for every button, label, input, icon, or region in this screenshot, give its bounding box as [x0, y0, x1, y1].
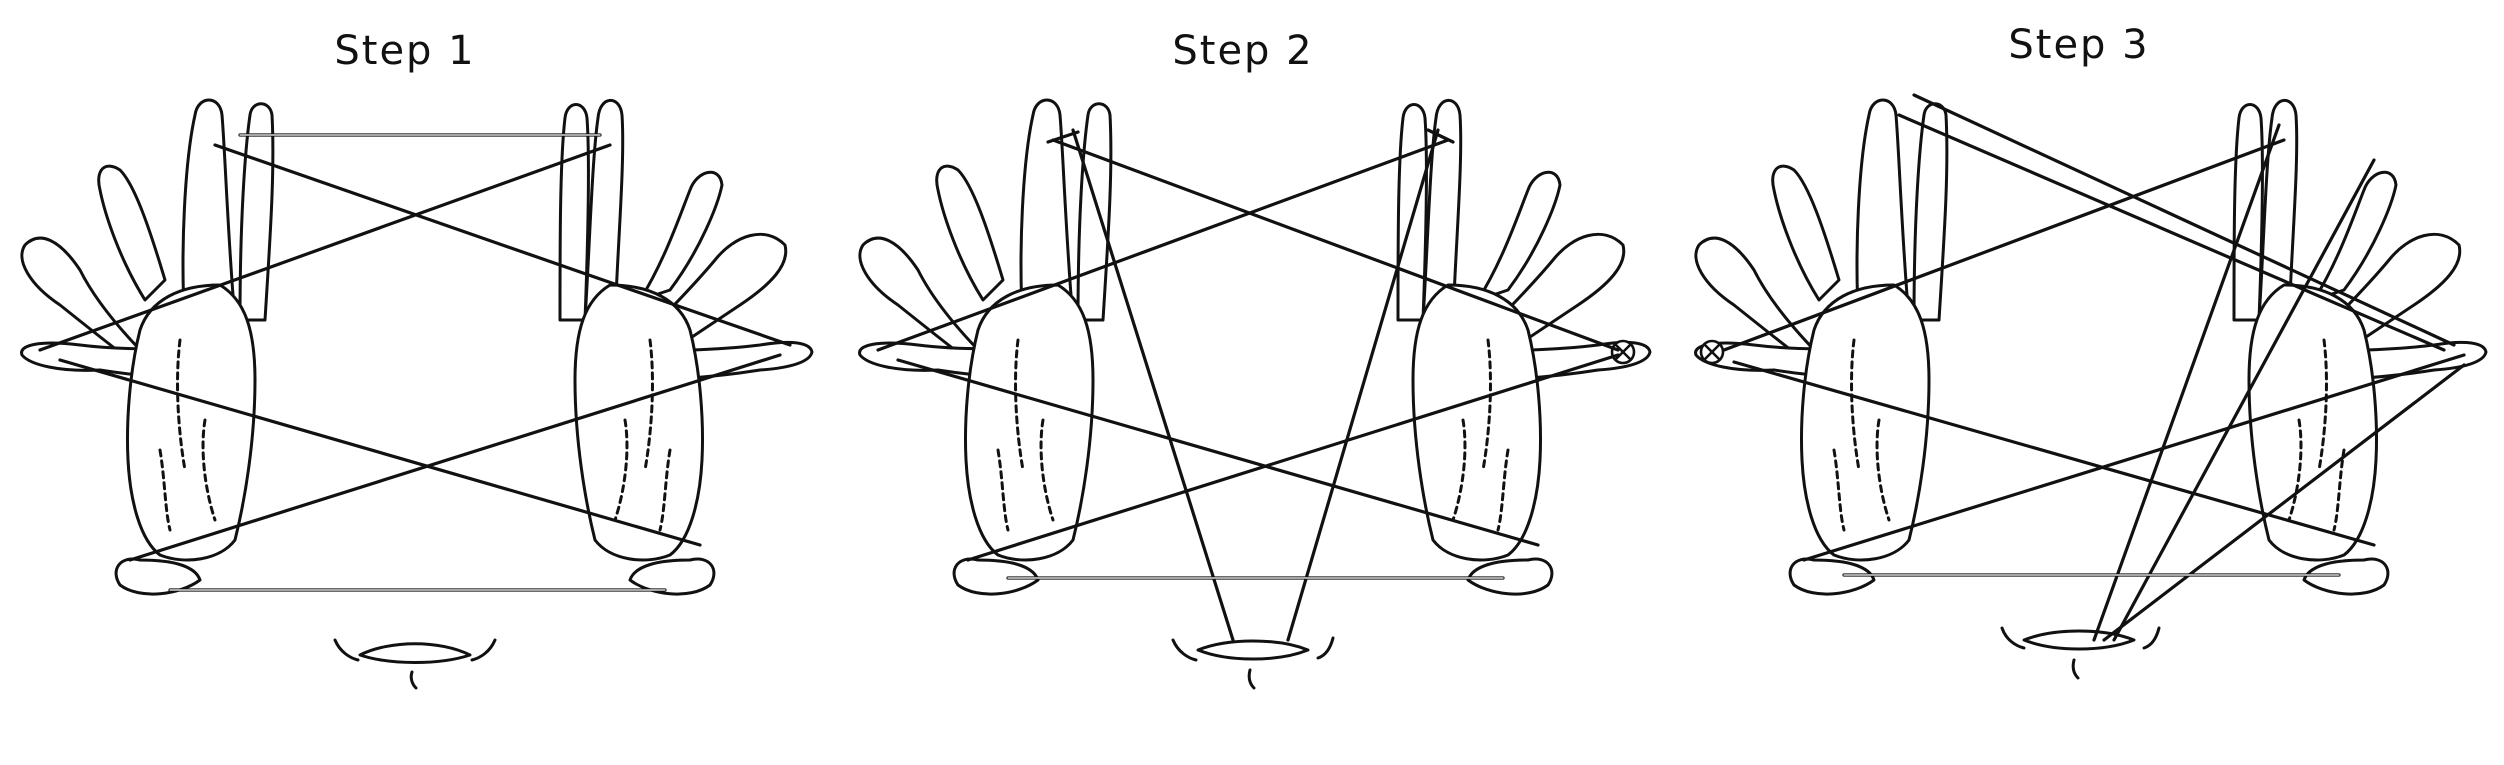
- left-hand-icon: [858, 98, 1113, 596]
- right-hand-icon: [1396, 98, 1652, 596]
- right-hand-icon: [558, 98, 814, 596]
- left-thumb-marker-icon: [1699, 339, 1725, 365]
- left-hand-icon: [1694, 98, 1949, 596]
- step-1-figure: [20, 98, 814, 690]
- mouth-icon: [2000, 626, 2161, 680]
- step-3-figure: [1694, 93, 2488, 680]
- right-hand-icon: [2232, 98, 2488, 596]
- mouth-icon: [1171, 636, 1335, 690]
- step-2-strings: [876, 128, 1620, 642]
- right-thumb-marker-icon: [1610, 339, 1636, 365]
- step-1-panel: Step 1: [0, 0, 830, 765]
- left-hand-icon: [20, 98, 275, 596]
- mouth-icon: [333, 638, 497, 690]
- step-2-title: Step 2: [1172, 28, 1314, 74]
- step-1-strings: [38, 133, 792, 592]
- step-3-title: Step 3: [2008, 22, 2150, 68]
- step-2-panel: Step 2: [838, 0, 1668, 765]
- step-3-panel: Step 3: [1674, 0, 2504, 765]
- step-1-title: Step 1: [334, 28, 476, 74]
- step-2-figure: [858, 98, 1652, 690]
- step-3-strings: [1722, 93, 2466, 642]
